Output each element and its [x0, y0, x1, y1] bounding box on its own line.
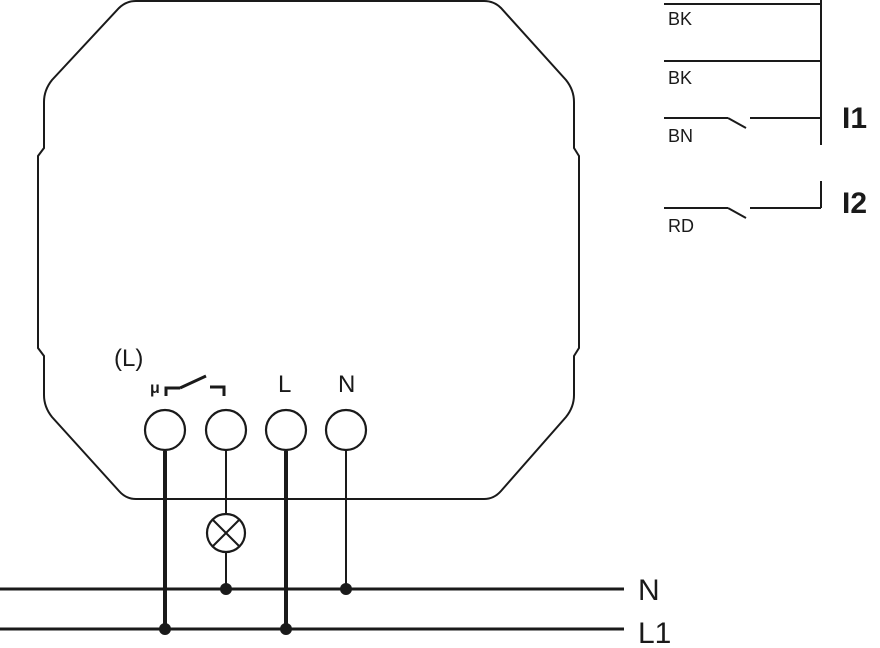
terminal-label-n: N — [338, 371, 355, 398]
input-label-i1: I1 — [842, 102, 867, 135]
lamp-symbol — [205, 512, 247, 554]
terminal-label-l: L — [278, 371, 291, 398]
line-label-l1: L1 — [638, 617, 671, 648]
terminal-l — [264, 408, 308, 452]
terminal-output — [204, 408, 248, 452]
wire-label-rd: RD — [668, 216, 694, 236]
terminal-label-mu: μ — [150, 380, 160, 397]
line-label-n: N — [638, 574, 660, 607]
junction-output-n — [220, 583, 232, 595]
wire-label-bk-2: BK — [668, 68, 692, 88]
input-wiring — [664, 0, 822, 219]
relay-contact-symbol — [164, 374, 226, 396]
junction-l-l1 — [280, 623, 292, 635]
wire-label-bn: BN — [668, 126, 693, 146]
terminal-label-l-paren: (L) — [114, 345, 143, 372]
wire-label-bk-1: BK — [668, 9, 692, 29]
terminal-mu — [143, 408, 187, 452]
input-label-i2: I2 — [842, 187, 867, 220]
junction-n-n — [340, 583, 352, 595]
device-housing — [37, 0, 580, 500]
terminal-n — [324, 408, 368, 452]
junction-mu-l1 — [159, 623, 171, 635]
